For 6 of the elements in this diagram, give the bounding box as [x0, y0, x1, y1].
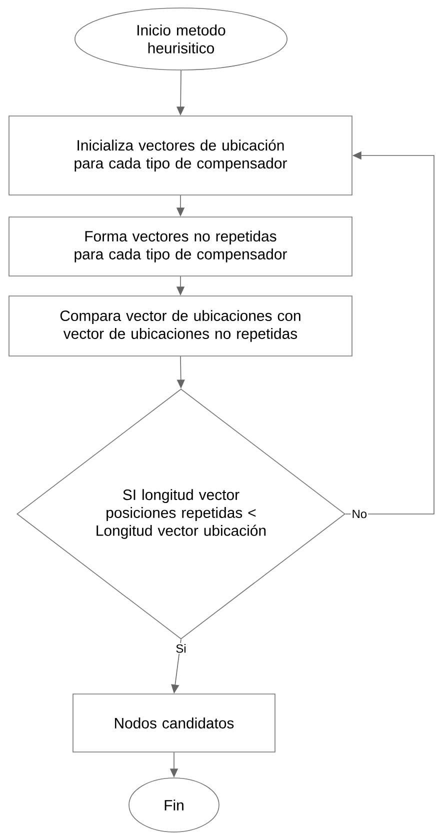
process-box: Forma vectores no repetidas para cada tipo de compensador: [8, 216, 352, 276]
process-box: Nodos candidatos: [72, 694, 276, 752]
edge-label: Si: [174, 643, 188, 654]
edge-label: No: [350, 508, 368, 520]
process-box: Inicializa vectores de ubicación para cada tipo de compensador: [8, 116, 352, 196]
process-box: Compara vector de ubicaciones con vector de ubicaciones no repetidas: [8, 296, 352, 356]
